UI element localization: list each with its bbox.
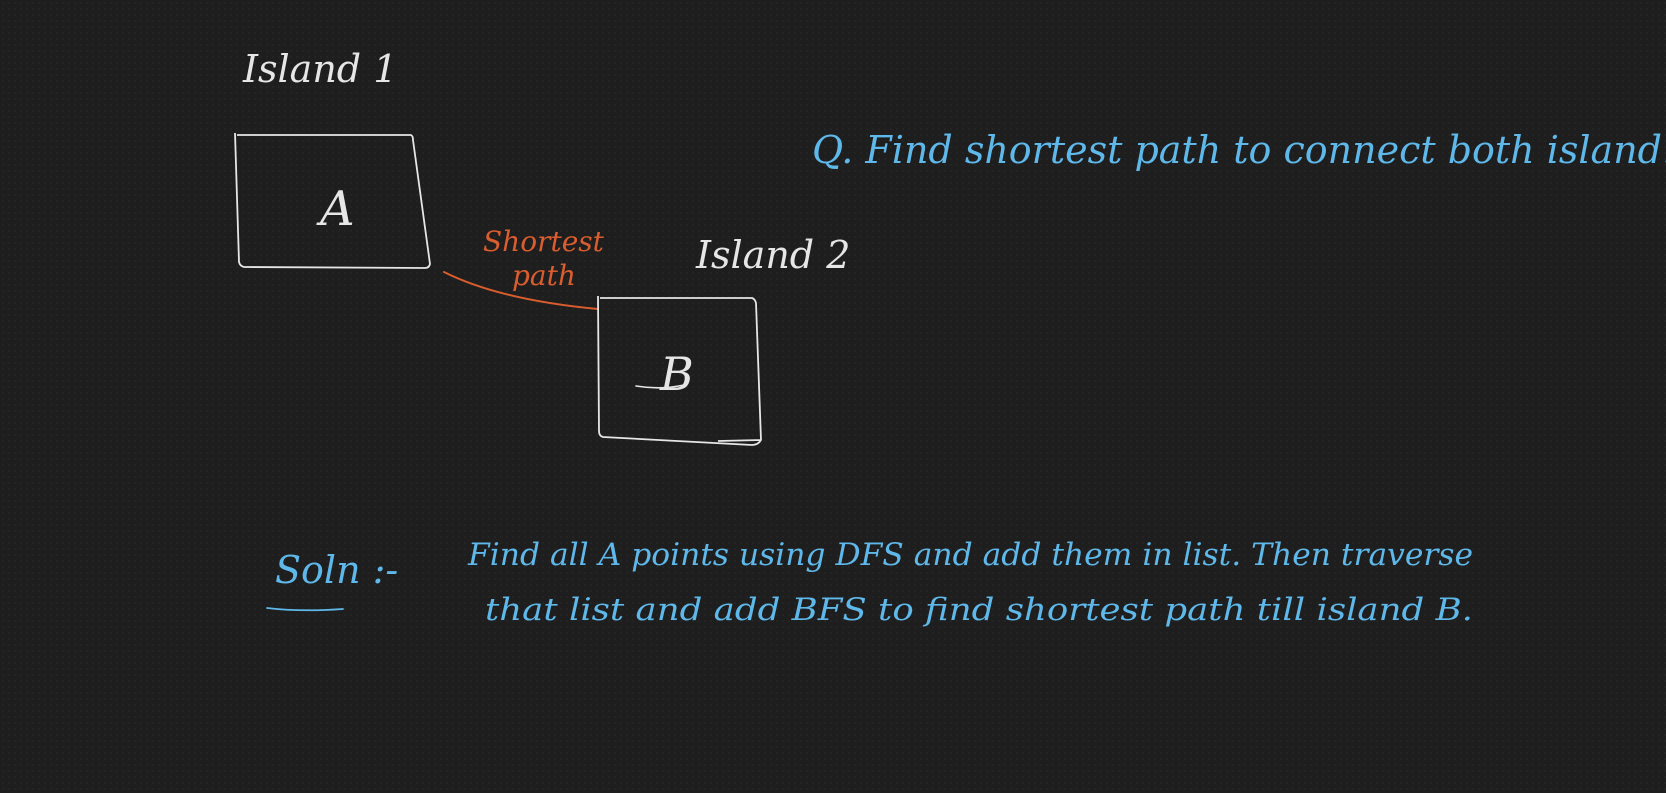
island-a-letter: A xyxy=(316,181,355,237)
solution-prefix: Soln :- xyxy=(275,548,398,592)
island-a-box xyxy=(234,132,431,269)
question-text: Q. Find shortest path to connect both is… xyxy=(812,128,1666,172)
island-b-letter: B xyxy=(659,347,694,401)
shortest-path-label-line1: Shortest xyxy=(483,225,605,258)
island-b-box xyxy=(597,295,762,446)
solution-line-1: Find all A points using DFS and add them… xyxy=(467,537,1473,573)
shortest-path-line xyxy=(443,271,599,310)
shortest-path-label-line2: path xyxy=(512,259,576,292)
solution-line-2: that list and add BFS to find shortest p… xyxy=(485,592,1473,628)
solution-prefix-underline xyxy=(266,607,344,612)
island-b-letter-underline xyxy=(635,384,685,389)
island-1-label: Island 1 xyxy=(242,47,397,91)
island-2-label: Island 2 xyxy=(695,233,850,277)
